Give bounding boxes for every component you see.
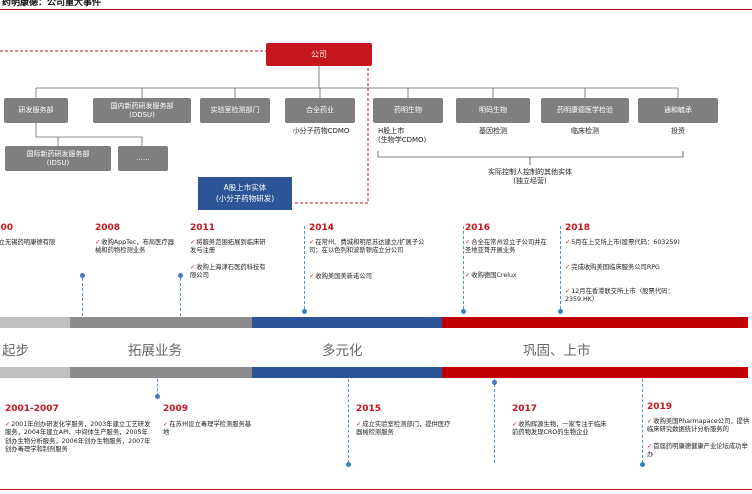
org-box-wuxi-biologics: 药明生物 <box>373 98 443 123</box>
timeline-marker-dot <box>302 309 307 314</box>
event-item: ✓成立实验室检测部门，提供医疗器械检测服务 <box>356 421 451 437</box>
bottom-divider <box>0 489 752 490</box>
company-box: 公司 <box>266 43 372 66</box>
title-divider <box>0 9 752 10</box>
timeline-band-diversification <box>252 317 442 328</box>
event-item: ✓收购AppTec，布局医疗器械和药物检测业务 <box>95 239 175 255</box>
event-year: 2014 <box>309 223 335 233</box>
other-entities-caption: 实际控制人控制的其他实体 (独立经营) <box>488 168 572 186</box>
timeline-marker-dot <box>640 462 645 467</box>
event-item: ✓在苏州设立毒理学检测服务基地 <box>163 421 252 437</box>
phase-label: 巩固、上市 <box>523 343 591 359</box>
event-item: ✓首届药明康德健康产业论坛成功举办 <box>647 443 748 459</box>
org-box-ddsu: 国内新药研发服务部 (DDSU) <box>93 98 191 123</box>
timeline-marker-line <box>463 226 464 309</box>
timeline-marker-dot <box>461 309 466 314</box>
org-box-nextcode: 明码生物 <box>456 98 530 123</box>
org-chart-connectors <box>0 50 684 204</box>
event-year: 2008 <box>95 223 121 233</box>
event-item: ✓成立无锡药明康德有限公司 <box>0 239 56 246</box>
org-caption-diagnostics: 临床检测 <box>571 127 599 135</box>
org-caption-sta: 小分子药物CDMO <box>292 127 350 135</box>
page-title: 药明康德：公司重大事件 <box>2 0 102 8</box>
org-box-label: (IDSU) <box>46 158 70 167</box>
event-item: ✓收购上海津石医药科技有限公司 <box>190 264 266 280</box>
timeline-marker-dot <box>558 309 563 314</box>
event-year: 2011 <box>190 223 216 233</box>
timeline-marker-line <box>180 278 181 316</box>
timeline-marker-line <box>642 379 643 463</box>
timeline-marker-line <box>304 226 305 309</box>
org-box-research-services: 研发服务部 <box>4 98 68 123</box>
timeline-marker-dot <box>178 273 183 278</box>
timeline-marker-line <box>82 278 83 316</box>
org-box-label: 国际新药研发服务部 <box>26 149 90 158</box>
event-item: ✓收购辉源生物，一家专注于临床前药物发现CRO的生物企业 <box>512 421 607 437</box>
phase-label: 拓展业务 <box>128 343 182 359</box>
org-box-label: 药明生物 <box>394 106 422 115</box>
org-box-label: 研发服务部 <box>18 106 54 115</box>
event-year: 2017 <box>512 404 538 414</box>
event-item: ✓在常州、费城和明尼苏达建立/扩展子公司；在以色列和波斯顿成立分公司 <box>309 239 425 255</box>
timeline-marker-line <box>348 379 349 463</box>
timeline-marker-dot <box>155 394 160 399</box>
event-item: ✓2001年创办研发化学服务，2003年建立工艺研发服务，2004年建立API、… <box>5 421 151 453</box>
timeline-band-diversification <box>252 367 442 378</box>
org-caption-biologics: H股上市 (生物学CDMO) <box>378 127 427 145</box>
timeline-band-consolidation <box>442 317 748 328</box>
event-item: ✓将服务范围拓展到临床研发与注册 <box>190 239 266 255</box>
org-box-sta: 合全药业 <box>285 98 355 123</box>
a-share-entity-box: A股上市实体 (小分子药物研发) <box>198 177 292 210</box>
event-item: ✓合全在常州设立子公司并在圣地亚哥开展业务 <box>465 239 547 255</box>
timeline-band-start <box>0 367 70 378</box>
org-box-label: 通和毓承 <box>664 106 692 115</box>
org-box-label: 国内新药研发服务部 <box>110 101 174 110</box>
org-box-label: 实验室检测部门 <box>210 106 260 115</box>
org-box-label: 合全药业 <box>306 106 334 115</box>
event-year: 2016 <box>465 223 491 233</box>
phase-label: 多元化 <box>322 343 363 359</box>
org-box-lab-testing: 实验室检测部门 <box>200 98 270 123</box>
org-box-label: (DDSU) <box>129 110 155 119</box>
org-box-label: ...... <box>136 154 150 163</box>
org-caption-nextcode: 基因检测 <box>479 127 507 135</box>
org-box-more: ...... <box>118 146 168 171</box>
timeline-marker-dot <box>80 273 85 278</box>
event-item: ✓12月在香港联交所上市（股票代码：2359.HK） <box>565 288 674 304</box>
timeline-marker-line <box>494 379 495 463</box>
timeline-band-expansion <box>70 367 252 378</box>
event-year: 2018 <box>565 223 591 233</box>
phase-label: 起步 <box>2 343 29 359</box>
event-year: 2001-2007 <box>5 404 59 414</box>
org-box-label: 药明康德医学检验 <box>557 106 613 115</box>
event-year: 2000 <box>0 223 14 233</box>
timeline-marker-dot <box>346 462 351 467</box>
timeline-marker-line <box>560 226 561 309</box>
org-box-idsu: 国际新药研发服务部 (IDSU) <box>5 146 111 171</box>
event-item: ✓收购德国Crelux <box>465 272 517 279</box>
event-item: ✓5月在上交所上市(股票代码：603259) <box>565 239 680 246</box>
event-year: 2019 <box>647 402 673 412</box>
event-item: ✓收购美国Pharmapace公司，提供临床研究数据统计分析服务的 <box>647 418 750 434</box>
event-item: ✓收购美国美新诺公司 <box>309 273 372 280</box>
org-box-diagnostics: 药明康德医学检验 <box>541 98 629 123</box>
timeline-band-expansion <box>70 317 252 328</box>
timeline-marker-line <box>157 379 158 396</box>
org-box-label: 明码生物 <box>479 106 507 115</box>
event-year: 2009 <box>163 404 189 414</box>
timeline-marker-dot <box>492 380 497 385</box>
org-box-frontline: 通和毓承 <box>638 98 718 123</box>
org-caption-frontline: 投资 <box>671 127 685 135</box>
event-item: ✓完成收购美国临床服务公司RPG <box>565 264 660 271</box>
event-year: 2015 <box>356 404 382 414</box>
timeline-band-consolidation <box>442 367 748 378</box>
timeline-band-start <box>0 317 70 328</box>
